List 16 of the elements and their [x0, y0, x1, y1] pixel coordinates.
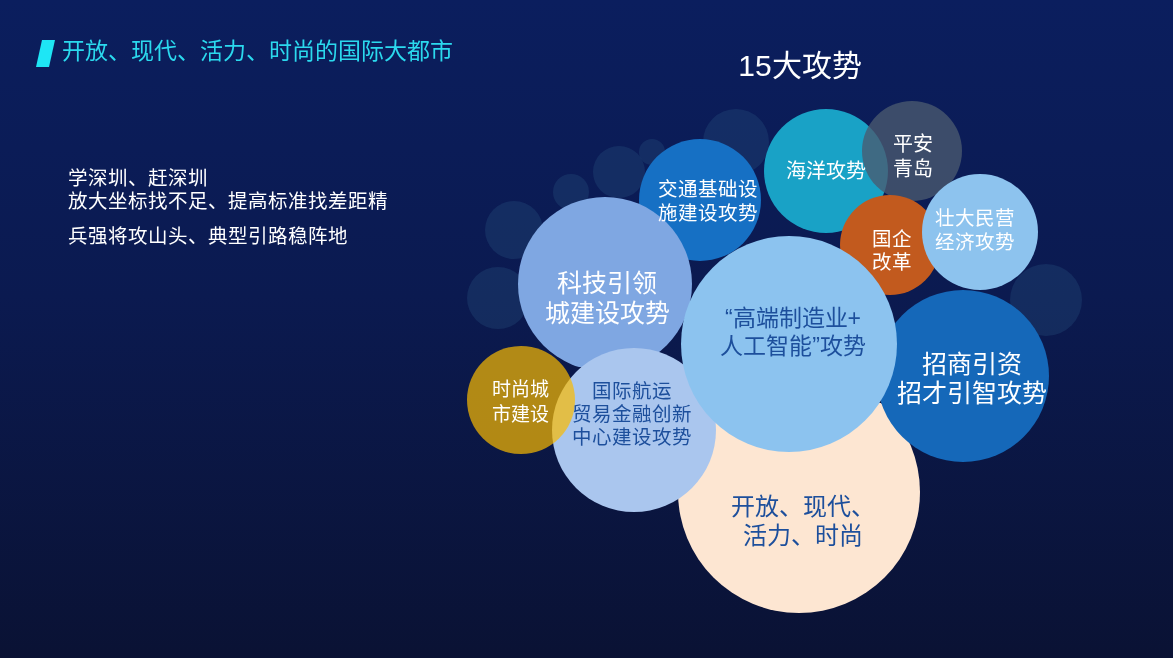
diagram-heading: 15大攻势: [738, 48, 862, 84]
note-text: 放大坐标找不足、提高标准找差距精: [68, 190, 388, 214]
note-text: 学深圳、赶深圳: [68, 167, 208, 191]
bubble-label: 招商引资招才引智攻势: [897, 349, 1047, 409]
bubble-label: 开放、现代、活力、时尚: [731, 493, 875, 551]
bubble-label: “高端制造业+人工智能”攻势: [720, 303, 866, 361]
note-text: 兵强将攻山头、典型引路稳阵地: [68, 225, 348, 249]
bubble-label: 国际航运贸易金融创新中心建设攻势: [572, 379, 692, 449]
bubble-label: 时尚城市建设: [491, 378, 549, 427]
bubble-label: 平安青岛: [893, 132, 933, 182]
slide-title: 开放、现代、活力、时尚的国际大都市: [62, 38, 453, 66]
bubble-label: 壮大民营经济攻势: [935, 207, 1015, 255]
bubble-label: 交通基础设施建设攻势: [658, 178, 758, 226]
bubble-label: 国企改革: [872, 227, 912, 275]
bubble-label: 海洋攻势: [786, 158, 866, 184]
bubble-label: 科技引领城建设攻势: [544, 268, 670, 328]
